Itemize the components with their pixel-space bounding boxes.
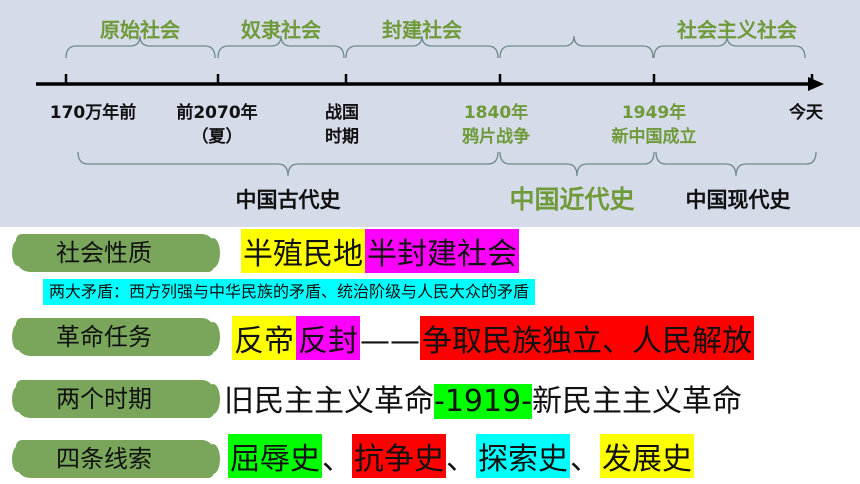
task-anti-imperialism: 反帝 — [232, 316, 296, 360]
nature-semi-colonial: 半殖民地 — [241, 229, 365, 273]
brace-slave — [217, 35, 345, 59]
brace-contemporary — [655, 151, 817, 177]
two-contradictions: 两大矛盾：西方列强与中华民族的矛盾、统治阶级与人民大众的矛盾 — [43, 279, 536, 305]
brace-feudal — [345, 35, 499, 59]
period-ancient: 中国古代史 — [235, 188, 341, 212]
task-dash: —— — [360, 324, 420, 359]
nature-semi-feudal: 半封建社会 — [365, 229, 519, 273]
point-xia: 前2070年 （夏） — [176, 103, 258, 147]
label-revolution-task: 革命任务 — [12, 318, 220, 356]
point-today: 今天 — [789, 103, 823, 123]
label-four-clues: 四条线索 — [12, 440, 220, 478]
clue-separator: 、 — [570, 442, 600, 477]
clue-struggle: 抗争史 — [352, 434, 446, 478]
timeline-graphic — [36, 35, 824, 177]
year-1919: -1919- — [434, 384, 532, 419]
new-democratic-revolution: 新民主主义革命 — [532, 384, 742, 419]
task-goal: 争取民族独立、人民解放 — [420, 316, 754, 360]
point-1840: 1840年 鸦片战争 — [462, 103, 530, 147]
brace-modern — [499, 35, 654, 59]
task-anti-feudalism: 反封 — [296, 316, 360, 360]
timeline-panel: 原始社会 奴隶社会 封建社会 社会主义社会 170万年前 前2 — [0, 0, 860, 227]
era-socialist: 社会主义社会 — [677, 18, 797, 42]
timeline-arrow — [808, 77, 824, 91]
nature-text: 半殖民地半封建社会 — [241, 229, 519, 273]
brace-recent — [499, 151, 655, 177]
point-warring-states: 战国 时期 — [325, 103, 359, 147]
periods-text: 旧民主主义革命-1919-新民主主义革命 — [224, 376, 742, 420]
brace-ancient — [77, 151, 499, 177]
label-social-nature: 社会性质 — [12, 234, 220, 272]
brace-socialist — [653, 35, 806, 59]
point-1949: 1949年 新中国成立 — [611, 103, 697, 147]
clue-exploration: 探索史 — [476, 434, 570, 478]
upper-braces — [65, 35, 806, 59]
task-text: 反帝反封——争取民族独立、人民解放 — [232, 316, 754, 360]
clue-humiliation: 屈辱史 — [228, 434, 322, 478]
brace-primitive — [65, 35, 216, 59]
period-contemporary: 中国现代史 — [685, 188, 791, 212]
period-recent: 中国近代史 — [509, 185, 635, 214]
clues-text: 屈辱史、抗争史、探索史、发展史 — [228, 434, 694, 478]
lower-braces — [77, 151, 817, 177]
label-two-periods: 两个时期 — [12, 380, 220, 418]
clue-separator: 、 — [322, 442, 352, 477]
clue-development: 发展史 — [600, 434, 694, 478]
point-170wan: 170万年前 — [49, 103, 137, 123]
clue-separator: 、 — [446, 442, 476, 477]
old-democratic-revolution: 旧民主主义革命 — [224, 384, 434, 419]
timeline-ticks — [64, 74, 814, 84]
